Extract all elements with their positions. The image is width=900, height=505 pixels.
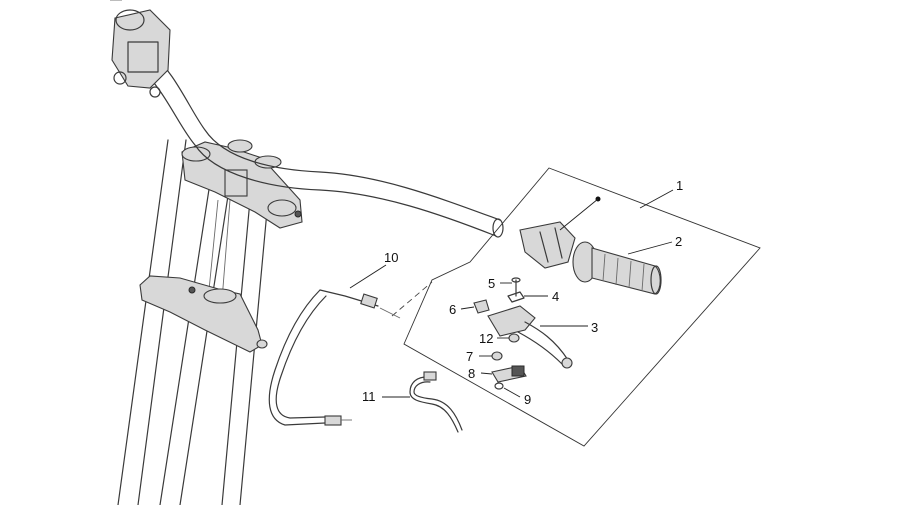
- clutch-cable: [268, 289, 401, 426]
- switch-wire: [409, 371, 463, 433]
- mirror-mount: [149, 86, 161, 98]
- lower-clamp-body: [139, 275, 263, 353]
- callout-6: 6: [449, 302, 456, 317]
- upper-clamp-right-end: [267, 199, 297, 217]
- steering-stem-nut: [203, 288, 237, 304]
- clutch-lever: [487, 305, 573, 369]
- center-tube-right: [179, 169, 233, 505]
- throttle-barrel: [115, 9, 145, 31]
- pivot-nut: [508, 333, 520, 343]
- grip-ribs: [602, 253, 645, 292]
- cable-sheath-outer: [268, 289, 326, 426]
- callout-labels: 1 2 3 4 5 6 7 8 9 10 11 12: [362, 178, 683, 407]
- grip-end: [650, 265, 662, 295]
- switch-housing-body: [111, 9, 171, 89]
- handlebar: [139, 51, 504, 238]
- cable-sheath-inner: [275, 295, 327, 419]
- left-fork-tube-inner: [137, 139, 187, 505]
- lever-bracket: [519, 196, 601, 269]
- upper-clamp-bolt: [227, 139, 253, 153]
- cable-upper-ferrule: [360, 293, 378, 309]
- callout-1: 1: [676, 178, 683, 193]
- wire-loop-inner: [413, 381, 463, 431]
- switch-screw: [494, 382, 504, 390]
- lower-clamp-end-cap: [256, 339, 268, 349]
- callout-4: 4: [552, 289, 559, 304]
- lever-clip: [507, 291, 525, 303]
- small-parts: [473, 277, 527, 390]
- switch-connector: [511, 365, 525, 377]
- leader-1: [639, 189, 674, 209]
- center-tube-left: [159, 169, 213, 505]
- leader-6: [460, 306, 475, 310]
- cable-adjuster: [473, 299, 490, 314]
- leader-2: [627, 241, 673, 255]
- lower-clamp-bolt: [188, 286, 196, 294]
- leader-10: [349, 264, 387, 289]
- callout-5: 5: [488, 276, 495, 291]
- handlebar-tube-top: [149, 51, 501, 221]
- leader-lines: [349, 189, 674, 398]
- grip-body: [591, 247, 661, 295]
- dashed-connection-line: [391, 281, 433, 317]
- steering-stem: [207, 199, 219, 301]
- lever-ball-end: [561, 357, 573, 369]
- bracket-slot: [539, 231, 549, 263]
- callout-7: 7: [466, 349, 473, 364]
- lever-blade-top: [524, 321, 569, 361]
- left-switch-housing: [110, 0, 171, 98]
- lever-pivot-block: [487, 305, 536, 337]
- fork-assembly: [117, 139, 269, 505]
- upper-clamp-right-hole: [254, 155, 282, 169]
- callout-2: 2: [675, 234, 682, 249]
- assembly-boundary-frame: [403, 167, 761, 447]
- handlebar-tube-bottom: [139, 67, 497, 237]
- bracket-clamp: [554, 227, 563, 259]
- pivot-bolt-head: [511, 277, 521, 283]
- right-fork-tube-outer: [221, 199, 251, 505]
- steering-stem-edge: [221, 199, 231, 301]
- callout-9: 9: [524, 392, 531, 407]
- cable-inner-wire: [379, 307, 401, 319]
- wire-loop-outer: [409, 376, 459, 433]
- clamp-pinch-bolt: [294, 210, 302, 218]
- leader-8: [480, 372, 493, 375]
- leader-9: [503, 387, 521, 398]
- lower-triple-clamp: [139, 275, 268, 353]
- cable-lower-ferrule: [324, 415, 342, 426]
- right-fork-tube-inner: [239, 199, 269, 505]
- wire-connector: [423, 371, 437, 381]
- callout-3: 3: [591, 320, 598, 335]
- master-cylinder-block: [127, 41, 159, 73]
- upper-clamp-left-hole: [181, 146, 211, 162]
- switch-button: [113, 71, 127, 85]
- upper-triple-clamp: [181, 139, 303, 229]
- callout-11: 11: [362, 389, 376, 404]
- callout-12: 12: [479, 331, 493, 346]
- callout-8: 8: [468, 366, 475, 381]
- left-fork-tube-outer: [117, 139, 169, 505]
- leader-1-bracket: [559, 198, 599, 231]
- lever-blade-bottom: [517, 331, 563, 365]
- callout-10: 10: [384, 250, 398, 265]
- handlebar-end: [492, 218, 504, 238]
- switch-cap: [491, 351, 503, 361]
- grip: [572, 241, 662, 295]
